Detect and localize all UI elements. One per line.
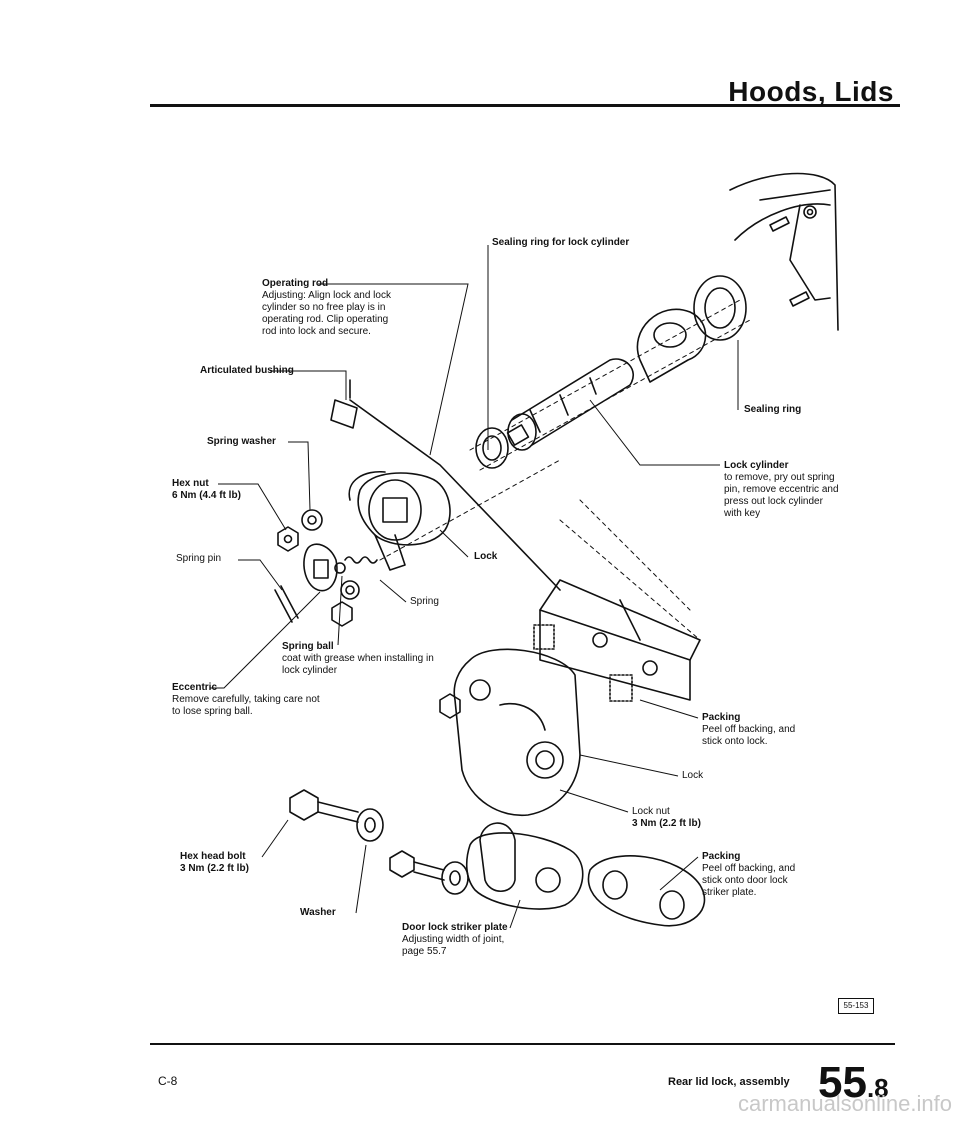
label-striker-plate: Door lock striker plate Adjusting width … xyxy=(402,922,508,957)
spring-coil xyxy=(344,556,378,564)
leader-articulated-bushing xyxy=(270,370,347,400)
leader-lock-upper xyxy=(439,529,469,558)
sealing-ring xyxy=(475,427,509,469)
leader-spring xyxy=(379,579,407,603)
washer-1 xyxy=(356,808,384,842)
leader-lock-lower xyxy=(579,754,679,777)
articulated-bushing xyxy=(330,399,358,429)
page-title: Hoods, Lids xyxy=(728,76,894,107)
footer-rule xyxy=(150,1043,895,1045)
operating-rod xyxy=(349,399,561,591)
leader-packing-1 xyxy=(639,699,699,719)
label-hex-head-bolt: Hex head bolt 3 Nm (2.2 ft lb) xyxy=(180,851,249,874)
label-sealing-ring: Sealing ring xyxy=(744,404,802,415)
leader-operating-rod xyxy=(318,283,469,456)
key xyxy=(636,308,707,383)
label-lock-lower: Lock xyxy=(682,770,704,781)
rear-lid-panel xyxy=(729,172,839,331)
watermark: carmanualsonline.info xyxy=(737,1091,952,1116)
spring-washer xyxy=(301,509,323,531)
label-lock-upper: Lock xyxy=(474,551,498,562)
lock-body-upper xyxy=(357,472,451,546)
label-packing-striker: Packing Peel off backing, and stick onto… xyxy=(702,851,796,898)
leader-packing-2 xyxy=(659,856,699,891)
leader-eccentric xyxy=(210,591,321,689)
label-hex-nut: Hex nut 6 Nm (4.4 ft lb) xyxy=(172,478,241,501)
page-number: 55.8 xyxy=(818,1058,889,1108)
washer-2 xyxy=(441,861,469,895)
hex-head-bolt-2 xyxy=(389,850,415,878)
label-sealing-ring-cylinder: Sealing ring for lock cylinder xyxy=(492,237,630,248)
leader-spring-pin xyxy=(238,559,283,591)
figure-reference: 55-153 xyxy=(838,998,874,1014)
label-spring-washer: Spring washer xyxy=(207,436,276,447)
packing-plate xyxy=(587,855,706,927)
footer-section-title: Rear lid lock, assembly xyxy=(668,1076,790,1088)
striker-plate xyxy=(465,832,584,910)
label-washer: Washer xyxy=(300,907,336,918)
leader-lock-nut xyxy=(559,789,629,813)
leader-hex-nut xyxy=(218,483,287,531)
eccentric xyxy=(303,543,338,592)
label-operating-rod: Operating rod Adjusting: Align lock and … xyxy=(262,278,391,337)
hex-nut xyxy=(277,526,299,552)
leader-striker-plate xyxy=(509,899,521,929)
label-spring-pin: Spring pin xyxy=(176,553,222,564)
leader-washer xyxy=(355,844,367,914)
sealing-ring-cyl xyxy=(693,275,747,341)
footer-code: C-8 xyxy=(158,1074,178,1088)
spring-ball xyxy=(334,562,346,574)
spring-pin xyxy=(274,585,299,623)
page-number-minor: .8 xyxy=(866,1073,889,1103)
hex-head-bolt-1 xyxy=(289,789,319,821)
leader-spring-washer xyxy=(288,441,311,511)
header-rule xyxy=(150,104,900,107)
label-lock-nut: Lock nut 3 Nm (2.2 ft lb) xyxy=(632,806,701,829)
label-spring-ball: Spring ball coat with grease when instal… xyxy=(282,641,434,676)
page-number-major: 55 xyxy=(818,1058,867,1107)
leader-hex-head-bolt xyxy=(261,819,289,858)
label-spring: Spring xyxy=(410,596,439,607)
label-eccentric: Eccentric Remove carefully, taking care … xyxy=(172,682,320,717)
label-articulated-bushing: Articulated bushing xyxy=(200,365,294,376)
lock-cylinder xyxy=(511,358,634,446)
label-lock-cylinder: Lock cylinder to remove, pry out spring … xyxy=(724,460,839,519)
mounting-plate xyxy=(539,609,691,701)
leader-lock-cylinder xyxy=(589,399,720,466)
leader-spring-ball xyxy=(337,575,343,646)
label-packing-lock: Packing Peel off backing, and stick onto… xyxy=(702,712,796,747)
